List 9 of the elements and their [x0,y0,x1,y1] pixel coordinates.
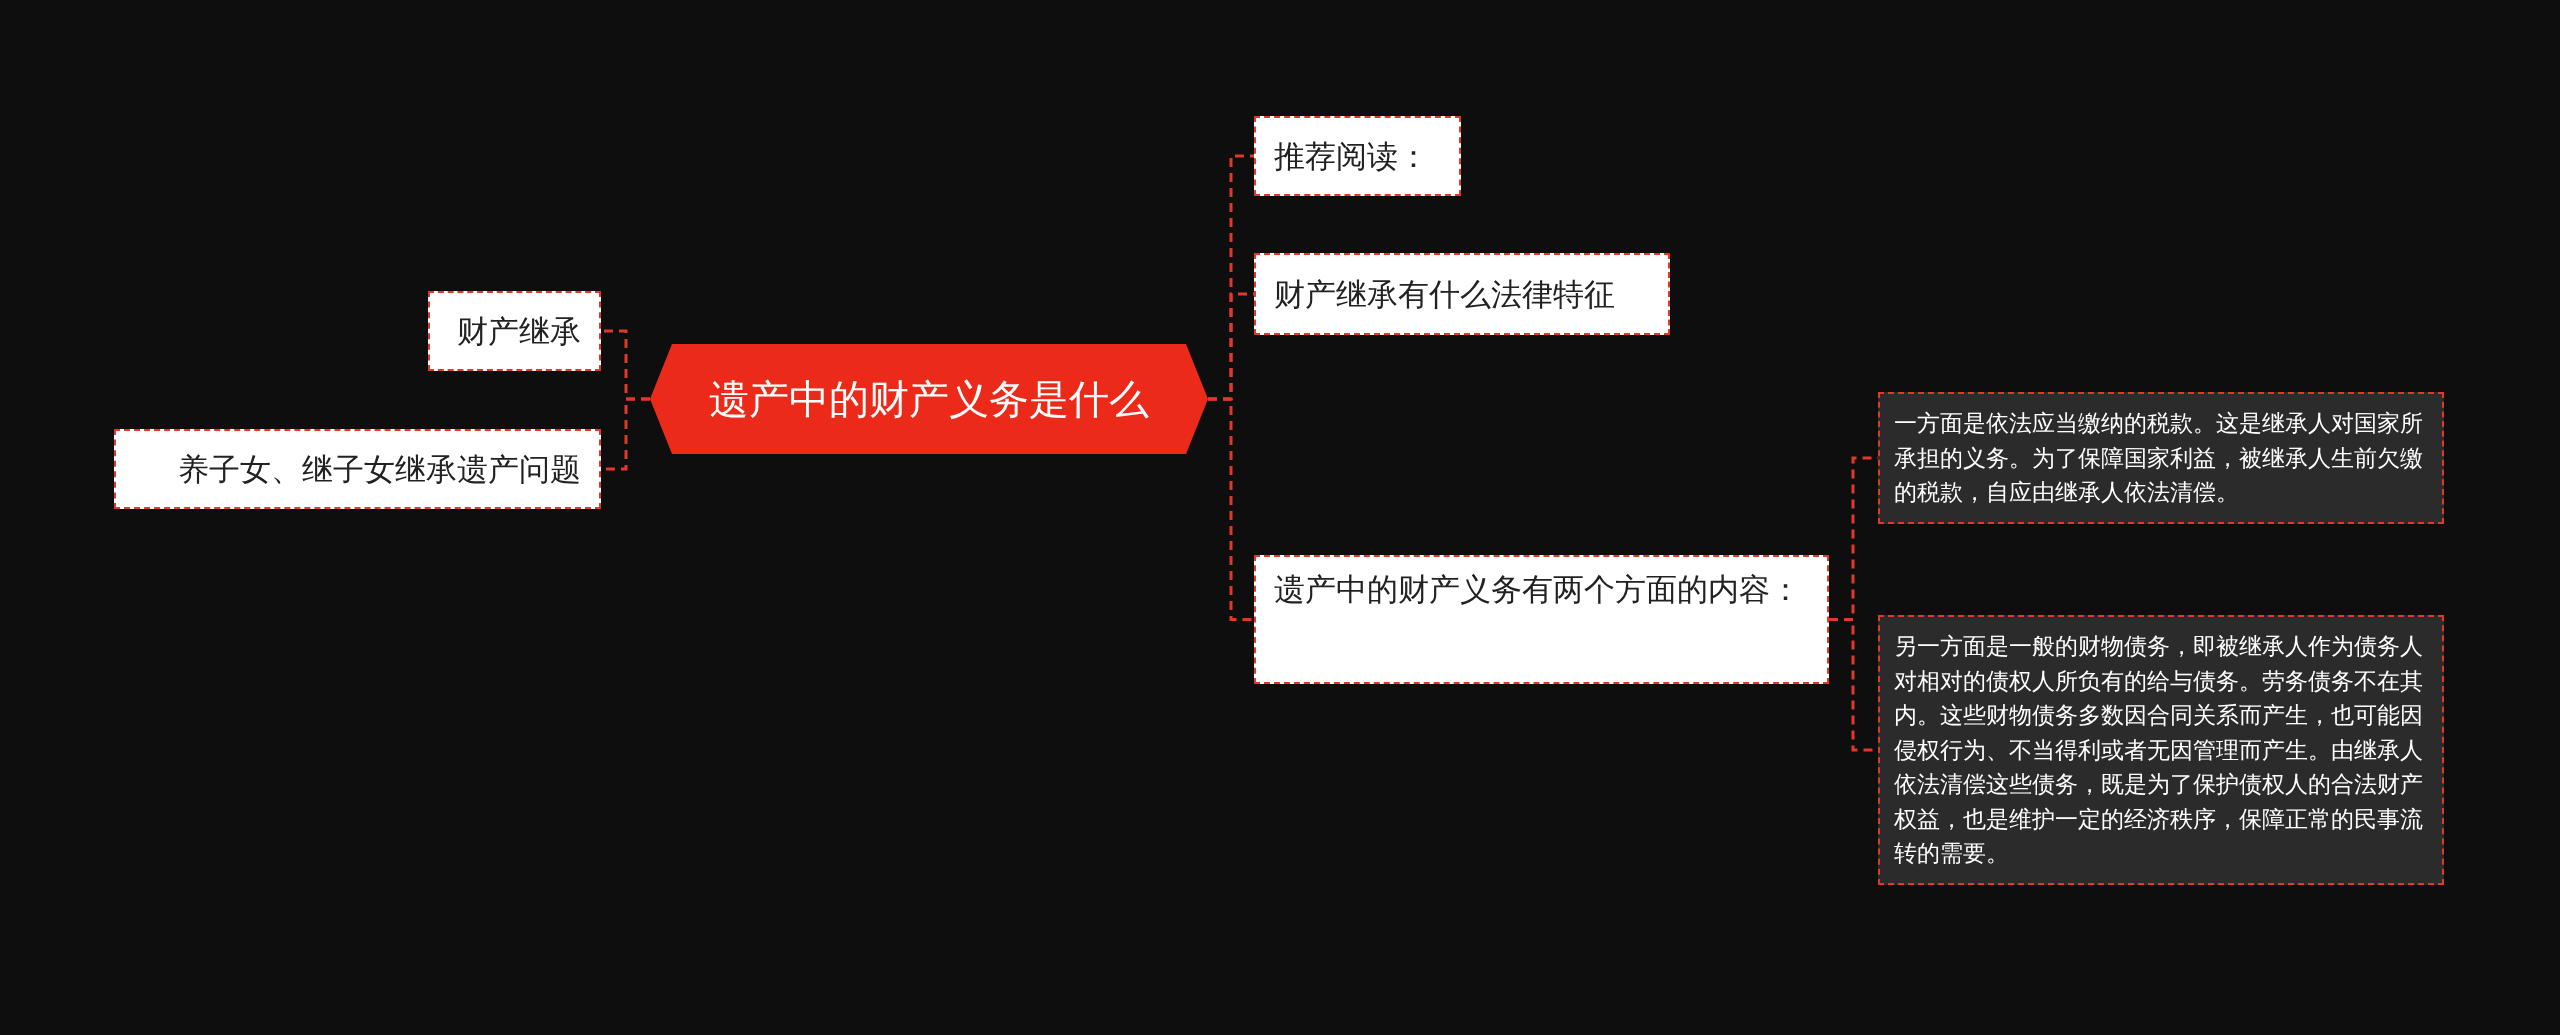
note-box: 一方面是依法应当缴纳的税款。这是继承人对国家所承担的义务。为了保障国家利益，被继承人生前欠缴的税款，自应由继承人依法清偿。 [1878,392,2444,524]
branch-box: 养子女、继子女继承遗产问题 [114,429,601,509]
branch-box: 财产继承 [428,291,601,371]
note-box: 另一方面是一般的财物债务，即被继承人作为债务人对相对的债权人所负有的给与债务。劳务债务不在其内。这些财物债务多数因合同关系而产生，也可能因侵权行为、不当得利或者无因管理而产生。由继承人依法清偿这些债务，既是为了保护债权人的合法财产权益，也是维护一定的经济秩序，保障正常的民事流转的需要。 [1878,615,2444,885]
central-topic-hexagon: 遗产中的财产义务是什么 [650,344,1208,454]
connector-line [1208,397,1254,621]
branch-box: 财产继承有什么法律特征 [1254,253,1670,335]
branch-box: 遗产中的财产义务有两个方面的内容： [1254,555,1829,684]
branch-box: 推荐阅读： [1254,116,1461,196]
